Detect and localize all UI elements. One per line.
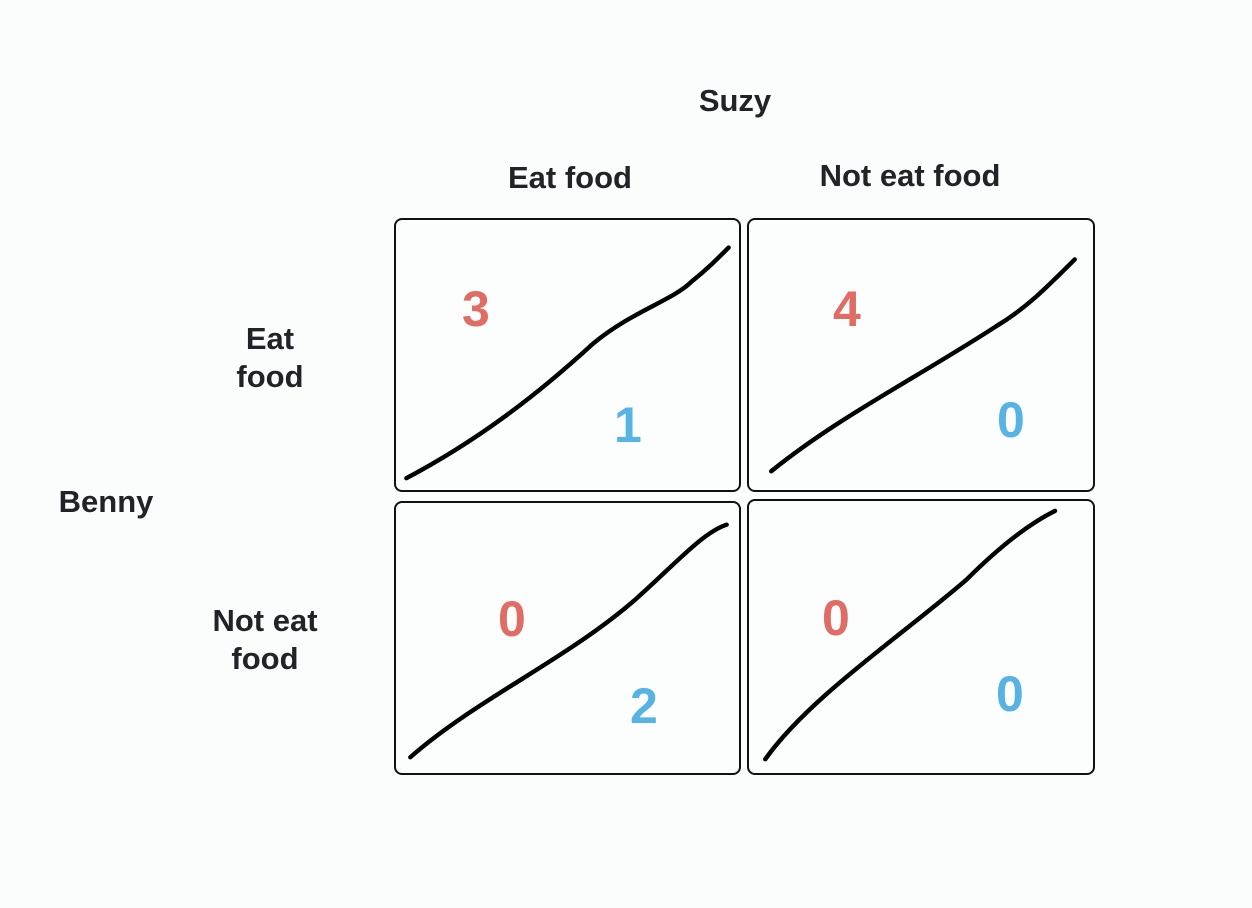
diagonal-divider: [408, 522, 729, 760]
suzy-payoff: 0: [996, 666, 1024, 722]
row-header-not-eat-line2: food: [231, 641, 299, 676]
benny-payoff: 4: [833, 281, 861, 337]
suzy-payoff: 1: [614, 397, 642, 453]
row-header-eat-line1: Eat: [245, 321, 295, 356]
payoff-cell-not-eat-not-eat: 0 0: [747, 499, 1095, 775]
column-player-label: Suzy: [698, 83, 772, 118]
column-header-eat: Eat food: [508, 160, 632, 195]
payoff-cell-eat-not-eat: 4 0: [747, 218, 1095, 492]
diagonal-divider: [404, 245, 731, 481]
row-header-eat-line2: food: [236, 359, 304, 394]
benny-payoff: 0: [822, 590, 850, 646]
payoff-cell-eat-eat: 3 1: [394, 218, 741, 492]
diagonal-divider: [769, 257, 1077, 474]
suzy-payoff: 0: [997, 392, 1025, 448]
payoff-cell-not-eat-eat: 0 2: [394, 501, 741, 775]
benny-payoff: 0: [498, 591, 526, 647]
column-header-not-eat: Not eat food: [819, 158, 1001, 193]
row-header-not-eat: Not eat food: [195, 602, 335, 678]
row-player-label: Benny: [58, 484, 154, 519]
row-header-eat: Eat food: [210, 320, 330, 396]
row-header-not-eat-line1: Not eat: [212, 603, 318, 638]
benny-payoff: 3: [462, 281, 490, 337]
suzy-payoff: 2: [630, 678, 658, 734]
diagonal-divider: [763, 508, 1058, 762]
